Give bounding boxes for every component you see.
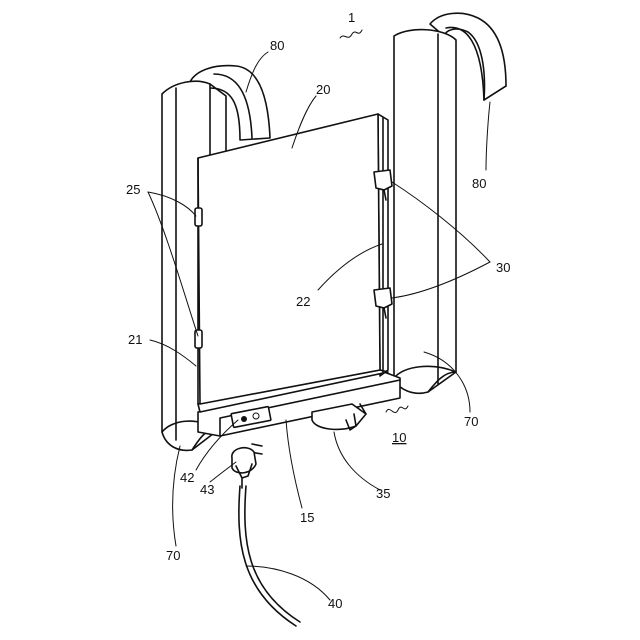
label-43: 43 bbox=[200, 482, 214, 497]
label-70-right: 70 bbox=[464, 414, 478, 429]
label-70-left: 70 bbox=[166, 548, 180, 563]
label-25: 25 bbox=[126, 182, 140, 197]
label-10: 10 bbox=[392, 430, 406, 445]
power-plug bbox=[232, 444, 262, 488]
power-cord bbox=[239, 486, 300, 626]
label-1: 1 bbox=[348, 10, 355, 25]
label-80-top: 80 bbox=[270, 38, 284, 53]
label-42: 42 bbox=[180, 470, 194, 485]
label-20: 20 bbox=[316, 82, 330, 97]
main-panel bbox=[195, 114, 388, 412]
label-35: 35 bbox=[376, 486, 390, 501]
label-30: 30 bbox=[496, 260, 510, 275]
right-leg bbox=[394, 30, 456, 394]
label-22: 22 bbox=[296, 294, 310, 309]
label-15: 15 bbox=[300, 510, 314, 525]
label-80-right: 80 bbox=[472, 176, 486, 191]
label-21: 21 bbox=[128, 332, 142, 347]
label-40: 40 bbox=[328, 596, 342, 611]
